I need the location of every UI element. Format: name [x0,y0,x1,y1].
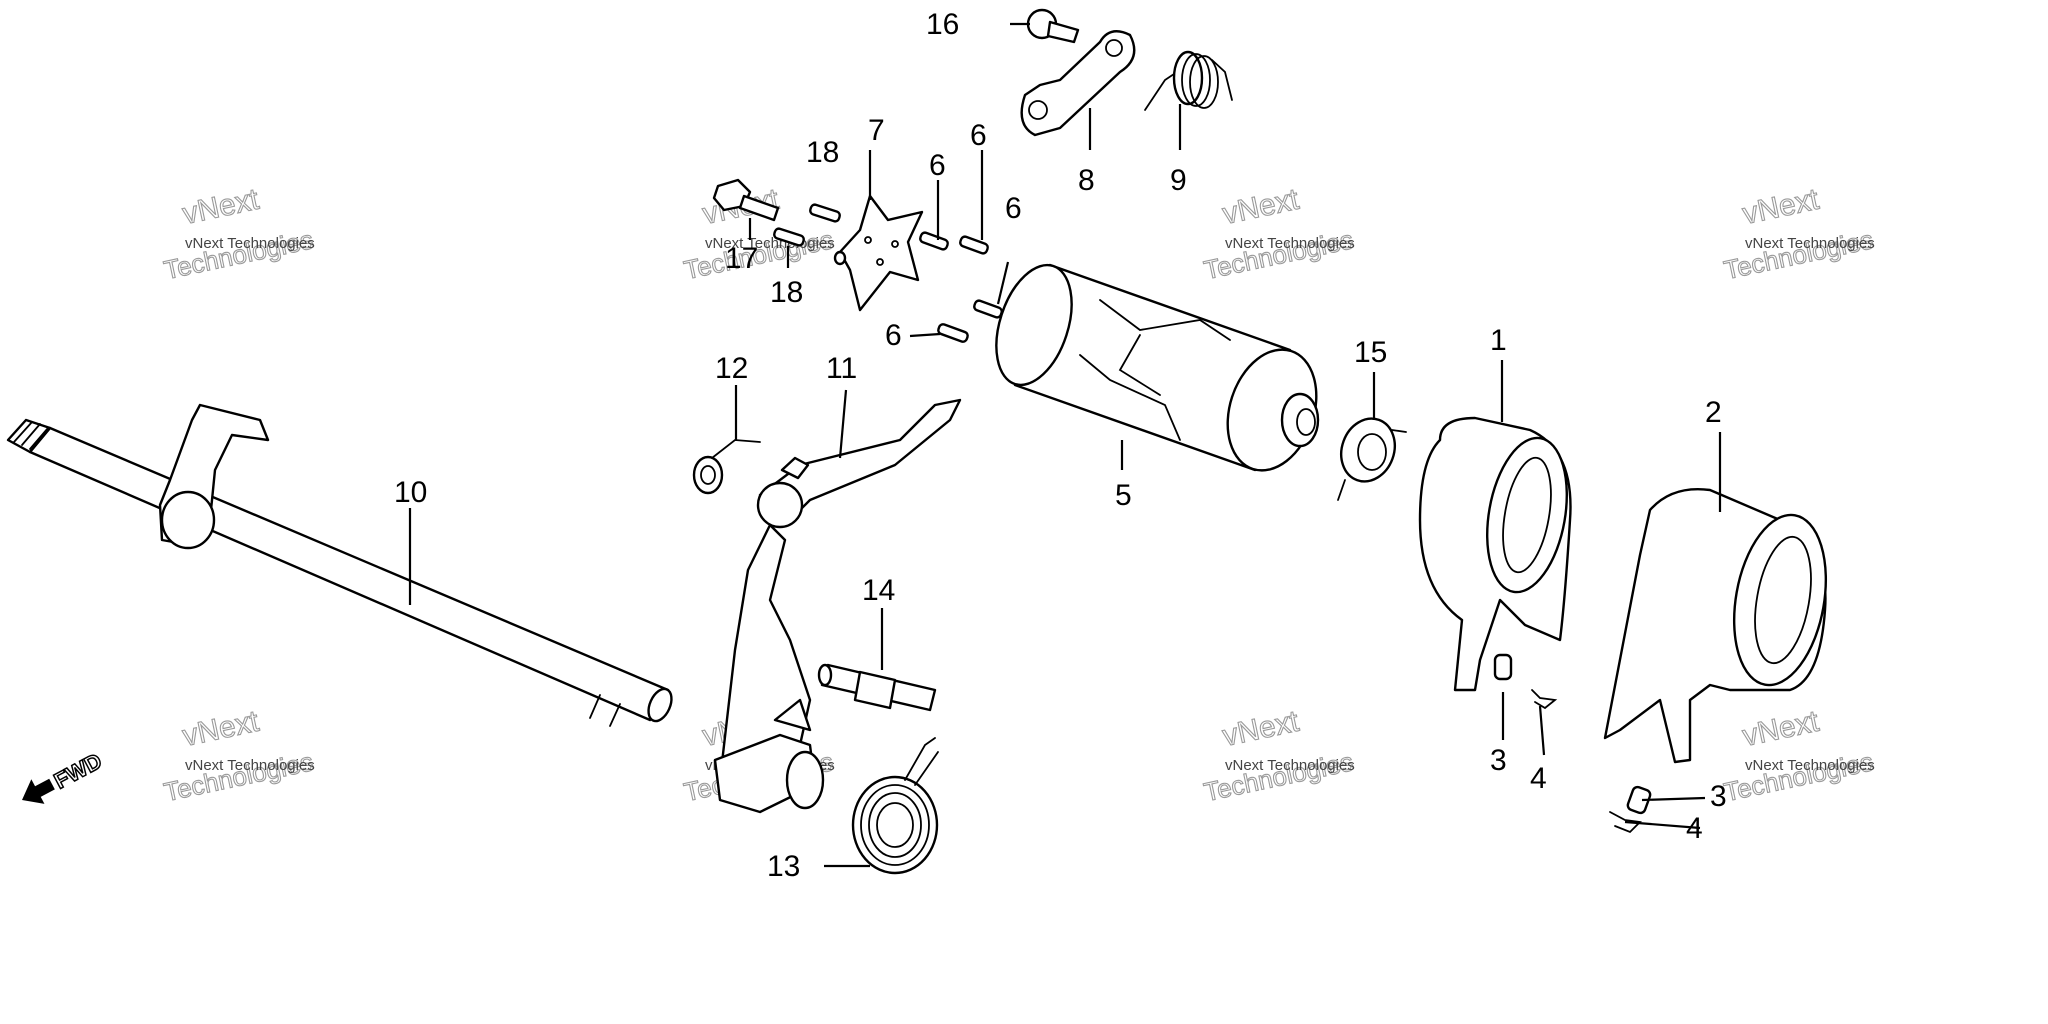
watermark-large-bottom: Technologies [1721,224,1876,285]
watermark-large-bottom: Technologies [681,224,836,285]
part-11-gearshift-arm [713,398,962,814]
watermark-large-bottom: Technologies [161,746,316,807]
callout-6: 6 [885,319,902,352]
part-10-gearshift-spindle [6,403,673,727]
watermark-large-bottom: Technologies [1201,224,1356,285]
callout-6: 6 [970,119,987,152]
part-13-torsion-spring [851,737,939,875]
callout-1: 1 [1490,324,1507,357]
callout-8: 8 [1078,164,1095,197]
callouts: 1 2 3 3 4 4 5 6 6 6 6 7 8 9 10 11 12 13 … [394,8,1727,883]
watermark-large-top: vNext [1740,183,1823,231]
watermark-small: vNext Technologies [185,235,315,252]
watermark-large-top: vNext [180,705,263,753]
watermark-large-top: vNext [1220,183,1303,231]
watermark-large-top: vNext [1220,705,1303,753]
part-7-drum-center [838,194,924,312]
part-5-shift-drum [995,263,1320,472]
watermark-small: vNext Technologies [1745,235,1875,252]
callout-13: 13 [767,850,800,883]
watermark-large-bottom: Technologies [1201,746,1356,807]
callout-18: 18 [770,276,803,309]
part-9-return-spring [1144,50,1233,111]
part-18-pins [773,203,841,247]
watermark-large-bottom: Technologies [1721,746,1876,807]
part-8-stopper-arm [1020,30,1136,137]
watermark-small: vNext Technologies [1225,757,1355,774]
watermark-small: vNext Technologies [1745,757,1875,774]
callout-15: 15 [1354,336,1387,369]
callout-4: 4 [1686,812,1703,845]
watermark: vNext Technologies [1201,704,1357,808]
part-14-shoulder-pin [817,663,937,712]
callout-6: 6 [1005,192,1022,225]
callout-9: 9 [1170,164,1187,197]
part-15-snap-washer [1337,417,1407,501]
part-6-dowel-pins [919,231,1003,343]
watermark: vNext Technologies [1721,704,1877,808]
callout-10: 10 [394,476,427,509]
callout-18: 18 [806,136,839,169]
callout-3: 3 [1490,744,1507,777]
callout-12: 12 [715,352,748,385]
watermark: vNext Technologies [1721,182,1877,286]
callout-11: 11 [826,352,857,385]
part-16-bolt [1026,8,1080,44]
watermark: vNext Technologies [161,704,317,808]
callout-16: 16 [926,8,959,41]
callout-7: 7 [868,114,885,147]
watermark-large-top: vNext [180,183,263,231]
leader-lines [408,22,1722,868]
part-2-shift-fork [1603,488,1828,834]
watermark-large-bottom: Technologies [161,224,316,285]
fwd-direction-arrow: FWD [22,747,107,804]
part-1-shift-fork [1418,416,1572,710]
callout-14: 14 [862,574,895,607]
watermark: vNext Technologies [1201,182,1357,286]
callout-4: 4 [1530,762,1547,795]
watermark-small: vNext Technologies [185,757,315,774]
watermark-small: vNext Technologies [1225,235,1355,252]
watermark: vNext Technologies [161,182,317,286]
part-17-bolt [712,178,847,266]
fwd-label: FWD [50,748,106,794]
callout-2: 2 [1705,396,1722,429]
callout-17: 17 [725,242,758,275]
part-12-spring-clip [692,439,761,495]
callout-6: 6 [929,149,946,182]
callout-3: 3 [1710,780,1727,813]
watermark-large-top: vNext [1740,705,1823,753]
callout-5: 5 [1115,479,1132,512]
